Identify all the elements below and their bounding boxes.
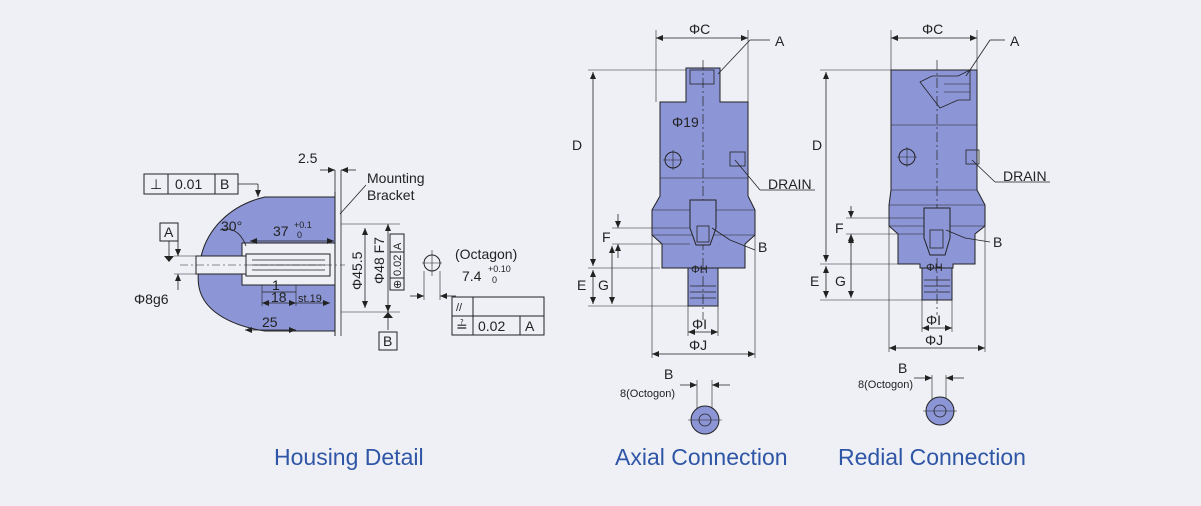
- axial-h-label: ΦH: [691, 264, 708, 276]
- axial-f-label: F: [602, 229, 611, 245]
- radial-e-label: E: [810, 273, 819, 289]
- datum-a-label: A: [164, 224, 174, 240]
- caption-housing-detail: Housing Detail: [274, 444, 424, 470]
- caption-axial-connection: Axial Connection: [615, 444, 788, 470]
- pos-symbol: ⊕: [392, 280, 404, 289]
- radial-connection: DRAIN ΦC A D F E G B ΦH: [810, 21, 1050, 426]
- radial-f-label: F: [835, 220, 844, 236]
- radial-h-label: ΦH: [926, 262, 943, 274]
- radial-c-label: ΦC: [922, 21, 943, 37]
- radial-drain-label: DRAIN: [1003, 168, 1047, 184]
- octagon-tol-upper: +0.10: [488, 264, 511, 274]
- sym-value: 0.02: [478, 318, 505, 334]
- octagon-label: (Octagon): [455, 246, 517, 262]
- dim-18: 18: [271, 289, 287, 305]
- pos-value: 0.02: [392, 255, 404, 276]
- symmetry-tolerance-frame: // ≟ 0.02 A: [451, 296, 545, 336]
- axial-c-label: ΦC: [689, 21, 710, 37]
- dim-8g6: Φ8g6: [134, 291, 169, 307]
- perp-symbol: ⊥: [150, 176, 162, 192]
- axial-d-label: D: [572, 137, 582, 153]
- perpendicularity-frame: ⊥ 0.01 B: [143, 173, 261, 197]
- axial-body: [651, 67, 756, 269]
- radial-d-label: D: [812, 137, 822, 153]
- dim-37-tol-upper: +0.1: [294, 220, 312, 230]
- axial-phi19-label: Φ19: [672, 114, 699, 130]
- radial-b-label: B: [993, 234, 1002, 250]
- axial-detail-b: B: [664, 366, 673, 382]
- mounting-label-2: Bracket: [367, 187, 415, 203]
- dim-48: Φ48 F7: [371, 237, 387, 284]
- dim-2-5: 2.5: [298, 150, 318, 166]
- axial-i-label: ΦI: [692, 316, 707, 332]
- axial-a-label: A: [775, 33, 785, 49]
- perp-ref: B: [220, 176, 229, 192]
- radial-j-label: ΦJ: [925, 332, 943, 348]
- axial-b-label: B: [758, 239, 767, 255]
- radial-detail-octagon: 8(Octogon): [858, 379, 913, 391]
- dim-st19: st.19: [298, 293, 322, 305]
- mounting-label-1: Mounting: [367, 170, 425, 186]
- parallel-symbol: //: [456, 302, 463, 314]
- axial-j-label: ΦJ: [689, 337, 707, 353]
- axial-e-label: E: [577, 277, 586, 293]
- position-tolerance-frame: A 0.02 ⊕: [389, 233, 405, 291]
- sym-ref: A: [525, 318, 535, 334]
- caption-radial-connection: Redial Connection: [838, 444, 1026, 470]
- dim-45-5: Φ45.5: [349, 251, 365, 290]
- octagon-tol-lower: 0: [492, 275, 497, 285]
- dim-37: 37: [273, 223, 289, 239]
- dim-25: 25: [262, 314, 278, 330]
- sym-symbol: ≟: [456, 318, 468, 334]
- axial-connection: DRAIN ΦC A Φ19 D F E G B ΦH: [572, 21, 815, 435]
- octagon-value: 7.4: [462, 268, 482, 284]
- datum-b-label: B: [383, 333, 392, 349]
- perp-value: 0.01: [175, 176, 202, 192]
- axial-drain-label: DRAIN: [768, 176, 812, 192]
- pos-ref: A: [392, 242, 404, 250]
- axial-g-label: G: [598, 277, 609, 293]
- radial-i-label: ΦI: [926, 312, 941, 328]
- dim-37-tol-lower: 0: [297, 230, 302, 240]
- dim-angle: 30°: [221, 218, 242, 234]
- radial-a-label: A: [1010, 33, 1020, 49]
- housing-detail: 2.5 Mounting Bracket ⊥ 0.01 B A Φ8g6 30°: [134, 150, 545, 351]
- radial-g-label: G: [835, 273, 846, 289]
- dim-1: 1: [272, 277, 280, 293]
- radial-detail-b: B: [898, 360, 907, 376]
- axial-detail-octagon: 8(Octogon): [620, 388, 675, 400]
